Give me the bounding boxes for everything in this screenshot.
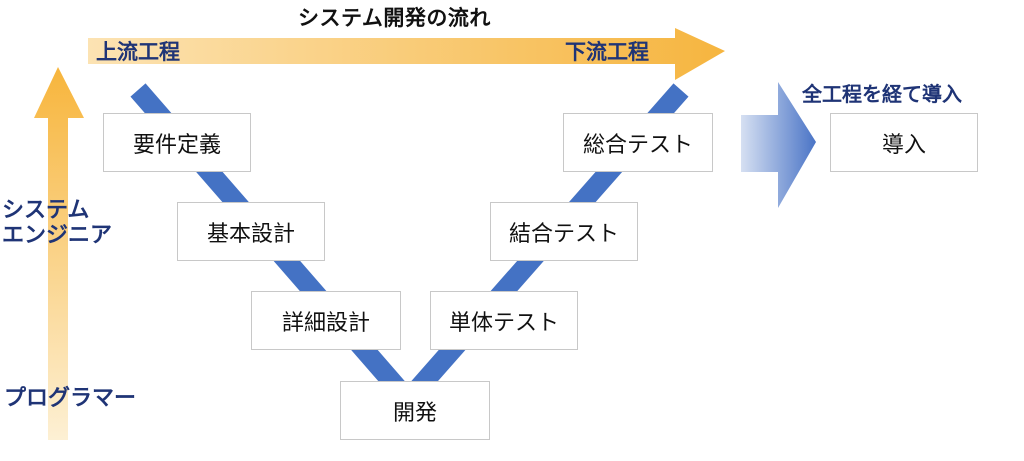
system-engineer-label-line2: エンジニア [2, 223, 113, 248]
system-engineer-label-line1: システム [2, 198, 90, 223]
deploy-caption: 全工程を経て導入 [802, 82, 962, 106]
phase-box-basic-design: 基本設計 [177, 202, 325, 261]
phase-box-unit-test: 単体テスト [430, 291, 578, 350]
phase-box-detailed-design: 詳細設計 [251, 291, 401, 350]
role-arrow [34, 67, 84, 440]
phase-box-development: 開発 [340, 381, 490, 440]
phase-box-requirements: 要件定義 [103, 113, 251, 172]
system-engineer-label: システム エンジニア [2, 198, 112, 248]
downstream-label: 下流工程 [565, 40, 649, 64]
upstream-label: 上流工程 [96, 40, 180, 64]
flow-arrow [88, 28, 725, 80]
programmer-label: プログラマー [4, 386, 137, 411]
diagram-title: システム開発の流れ [298, 6, 491, 30]
deploy-box: 導入 [830, 113, 978, 172]
phase-box-system-test: 総合テスト [563, 113, 713, 172]
deploy-arrow [741, 82, 816, 208]
phase-box-integration-test: 結合テスト [490, 202, 638, 261]
